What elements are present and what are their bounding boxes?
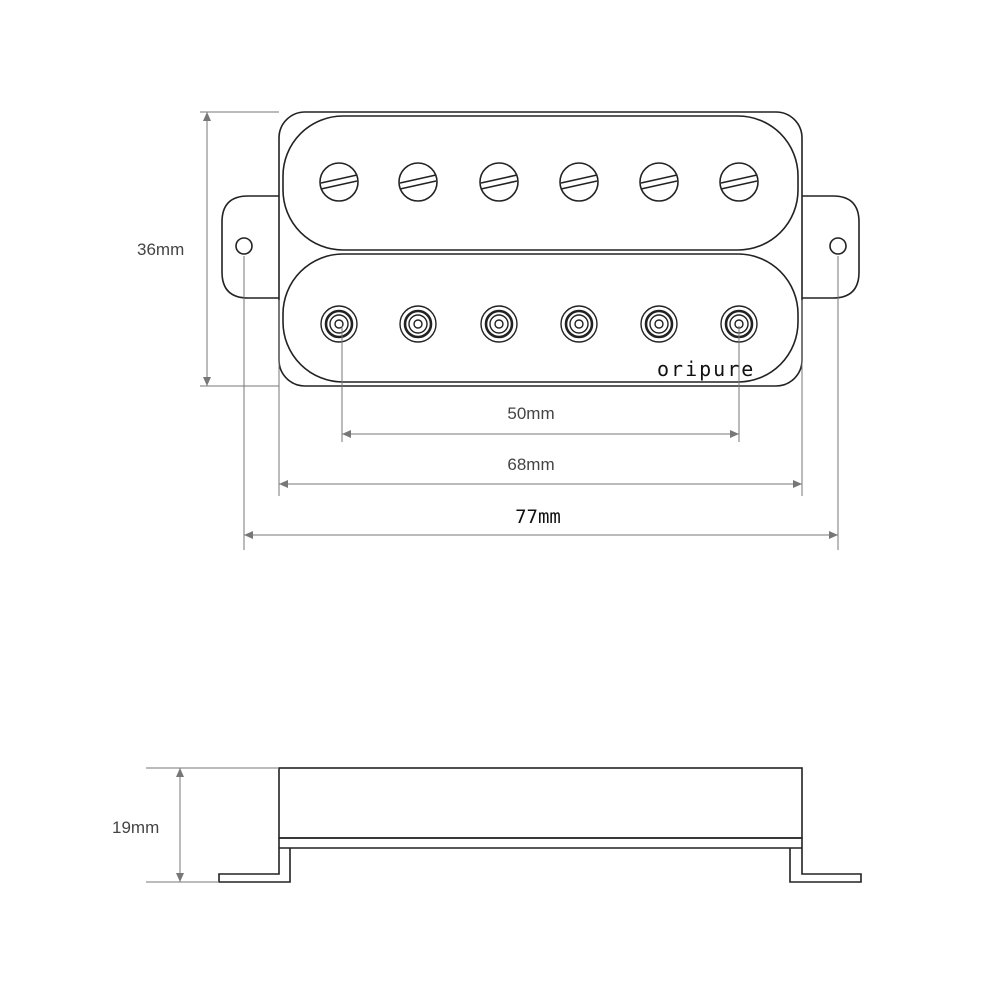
arrow-19-bottom — [176, 873, 184, 882]
slug-pole — [480, 305, 518, 343]
brand-label: oripure — [657, 357, 755, 381]
arrow-50-right — [730, 430, 739, 438]
slug-pole-ring — [480, 305, 518, 343]
slug-pole-ring — [560, 305, 598, 343]
screw-slot-edge — [399, 174, 437, 184]
pickup-base-plate — [278, 111, 803, 387]
arrow-50-left — [342, 430, 351, 438]
screw-pole — [479, 162, 519, 202]
screw-slot-edge — [480, 180, 518, 190]
slug-pole-ring — [494, 319, 504, 329]
arrow-36-top — [203, 112, 211, 121]
screw-pole — [398, 162, 438, 202]
top-dimension-lines — [200, 111, 839, 550]
arrow-36-bottom — [203, 377, 211, 386]
slug-pole-ring — [413, 319, 423, 329]
side-right-foot — [789, 848, 862, 883]
arrow-77-right — [829, 531, 838, 539]
screw-poles — [319, 162, 759, 202]
left-mounting-hole — [235, 237, 253, 255]
slug-pole-ring — [649, 314, 669, 334]
screw-pole-head — [559, 162, 599, 202]
slug-pole-ring — [403, 309, 433, 339]
arrow-68-left — [279, 480, 288, 488]
slug-pole-ring — [408, 314, 428, 334]
screw-pole-head — [319, 162, 359, 202]
top-view — [221, 111, 860, 387]
slug-pole — [640, 305, 678, 343]
slug-pole-ring — [574, 319, 584, 329]
screw-slot-edge — [399, 180, 437, 190]
slug-pole-ring — [320, 305, 358, 343]
screw-slot-edge — [720, 180, 758, 190]
height-36-label: 36mm — [137, 240, 184, 259]
slug-pole-ring — [484, 309, 514, 339]
slug-pole-ring — [564, 309, 594, 339]
screw-slot-edge — [720, 174, 758, 184]
side-dimension-lines — [146, 767, 279, 883]
upper-coil — [282, 115, 799, 251]
side-arrowheads — [176, 768, 184, 882]
pole-spacing-label: 50mm — [507, 404, 554, 423]
slug-pole-ring — [569, 314, 589, 334]
side-left-foot — [218, 848, 291, 883]
side-cover — [278, 767, 803, 839]
screw-pole — [639, 162, 679, 202]
slug-pole-ring — [654, 319, 664, 329]
slug-pole-ring — [399, 305, 437, 343]
lower-coil — [282, 253, 799, 383]
screw-slot-edge — [480, 174, 518, 184]
screw-slot-edge — [560, 174, 598, 184]
screw-slot-edge — [640, 180, 678, 190]
body-width-label: 68mm — [507, 455, 554, 474]
screw-slot-edge — [560, 180, 598, 190]
screw-pole-head — [719, 162, 759, 202]
screw-pole-head — [398, 162, 438, 202]
screw-slot-edge — [640, 174, 678, 184]
screw-pole-head — [639, 162, 679, 202]
screw-pole — [319, 162, 359, 202]
screw-pole — [719, 162, 759, 202]
slug-pole-ring — [644, 309, 674, 339]
side-view — [218, 767, 862, 883]
overall-width-label: 77mm — [515, 506, 561, 528]
slug-pole — [399, 305, 437, 343]
slug-pole-ring — [329, 314, 349, 334]
screw-pole — [559, 162, 599, 202]
arrow-68-right — [793, 480, 802, 488]
slug-pole — [560, 305, 598, 343]
slug-poles — [320, 305, 758, 343]
left-mounting-ear — [221, 195, 279, 299]
arrowheads — [203, 112, 838, 539]
slug-pole — [320, 305, 358, 343]
screw-slot-edge — [320, 174, 358, 184]
height-19-label: 19mm — [112, 818, 159, 837]
arrow-19-top — [176, 768, 184, 777]
slug-pole-ring — [640, 305, 678, 343]
slug-pole-ring — [489, 314, 509, 334]
slug-pole-ring — [334, 319, 344, 329]
right-mounting-ear — [802, 195, 860, 299]
arrow-77-left — [244, 531, 253, 539]
screw-slot-edge — [320, 180, 358, 190]
slug-pole-ring — [324, 309, 354, 339]
screw-pole-head — [479, 162, 519, 202]
right-mounting-hole — [829, 237, 847, 255]
